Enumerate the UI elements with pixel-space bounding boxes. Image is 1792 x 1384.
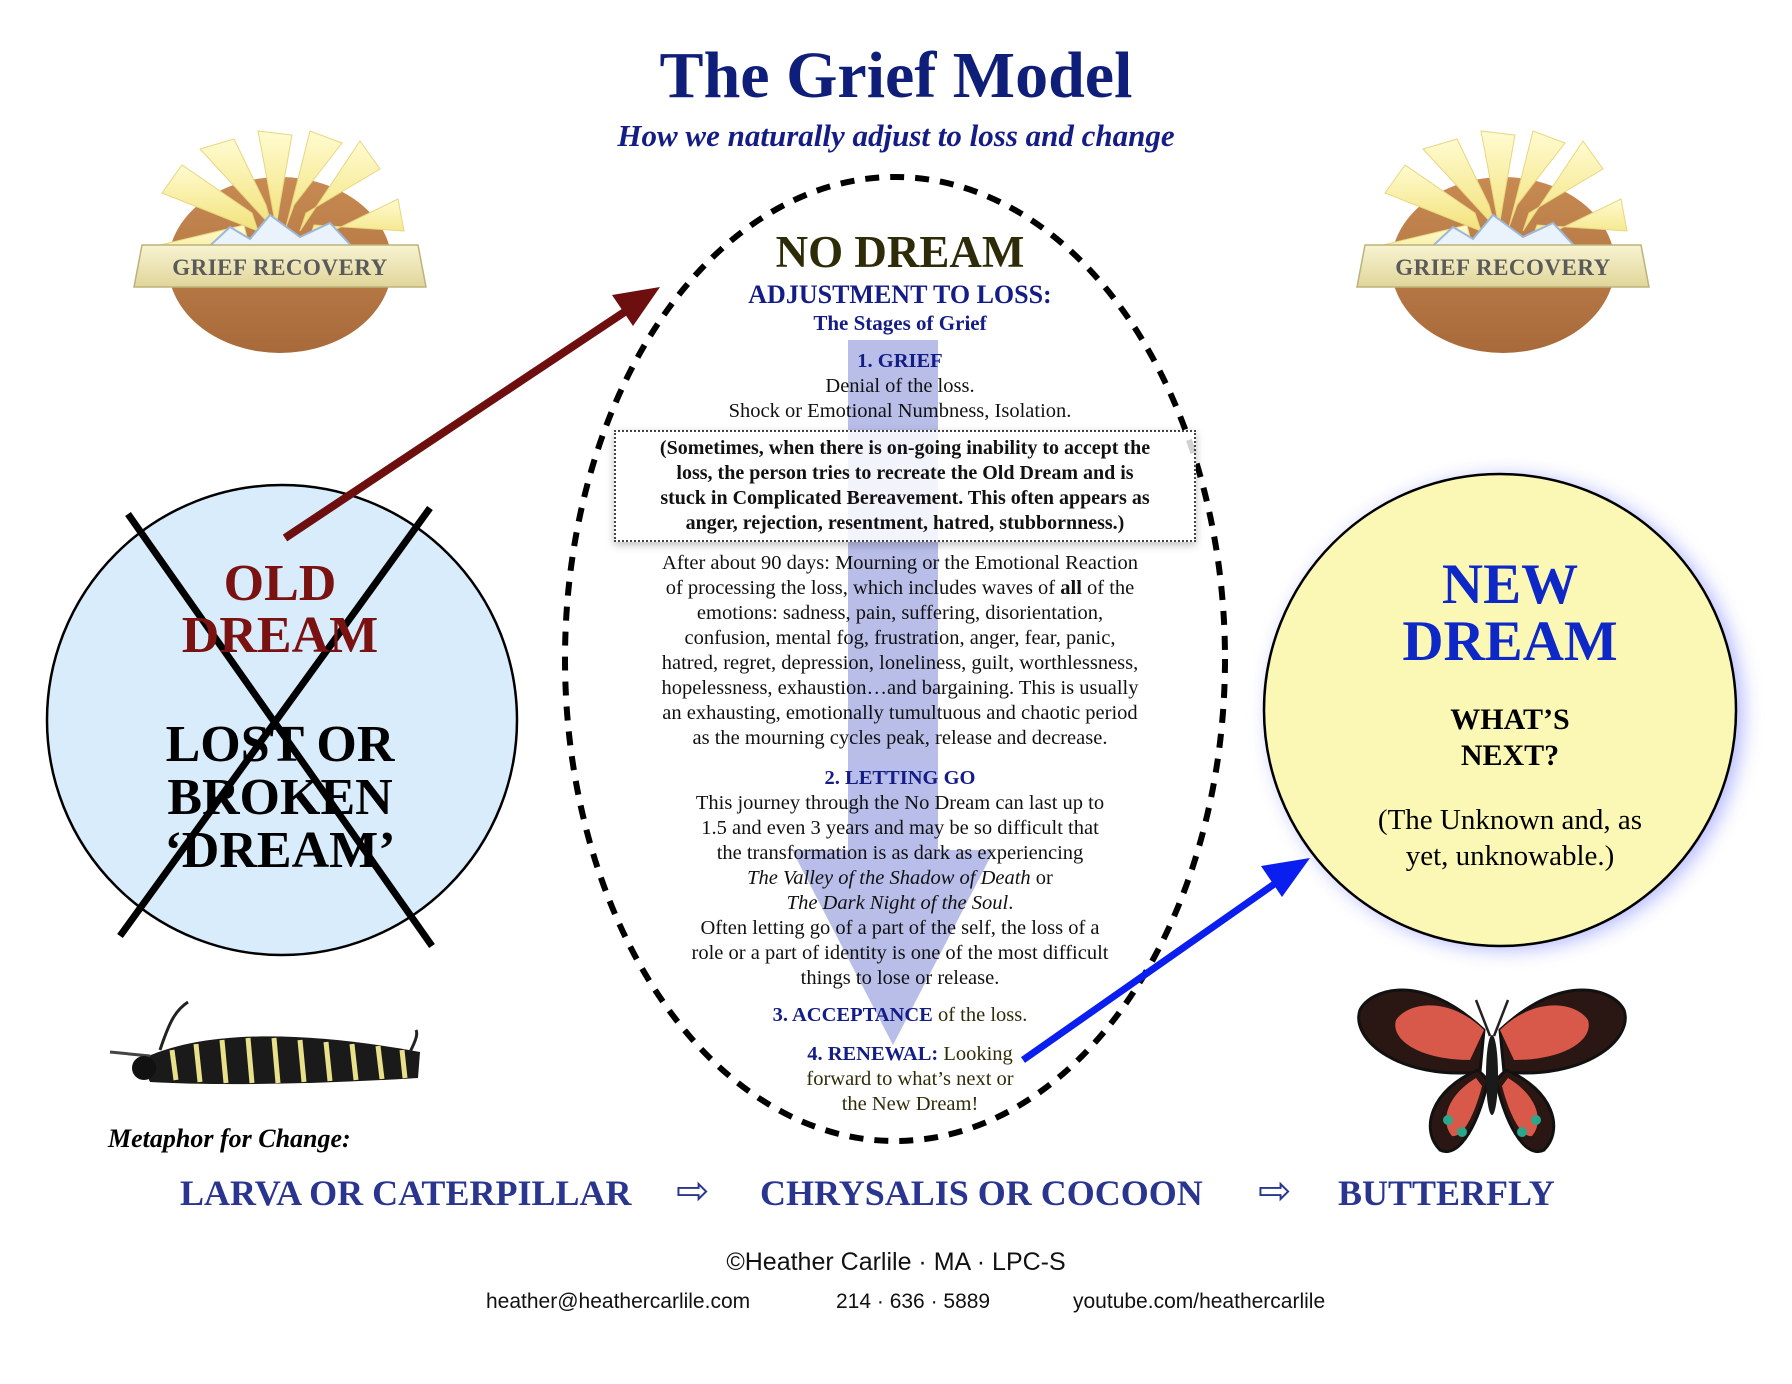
note-line: stuck in Complicated Bereavement. This o… [660, 487, 1150, 509]
stage-grief: 1. GRIEF Denial of the loss. Shock or Em… [700, 349, 1100, 424]
mourning-line: as the mourning cycles peak, release and… [692, 727, 1108, 749]
old-dream-sub-line: BROKEN [167, 769, 393, 827]
metaphor-stage-chrysalis: CHRYSALIS OR COCOON [760, 1173, 1203, 1213]
new-dream-title-line: DREAM [1402, 610, 1618, 673]
contact-phone: 214 · 636 · 5889 [836, 1290, 991, 1313]
letting-go-text: or [1030, 867, 1053, 889]
stage-acceptance: 3. ACCEPTANCE of the loss. [700, 1004, 1100, 1027]
mourning-line: of processing the loss, which includes w… [620, 576, 1180, 601]
old-to-no-dream-arrow-icon [282, 287, 660, 542]
stages-label: The Stages of Grief [813, 311, 987, 335]
adjustment-heading: ADJUSTMENT TO LOSS: [748, 280, 1052, 309]
letting-go-italic: The Dark Night of the Soul [786, 892, 1009, 914]
mourning-emphasis: all [1060, 577, 1082, 599]
copyright: ©Heather Carlile · MA · LPC-S [726, 1248, 1066, 1276]
no-dream-title: NO DREAM [775, 227, 1025, 277]
right-arrow-icon: ⇨ [676, 1168, 710, 1214]
stage-renewal: 4. RENEWAL: Looking forward to what’s ne… [745, 1042, 1075, 1117]
caterpillar-icon [109, 1000, 420, 1085]
new-dream-question-line: WHAT’S [1450, 703, 1570, 736]
letting-go-line: role or a part of identity is one of the… [691, 942, 1109, 964]
new-dream-circle [1262, 472, 1738, 948]
old-dream-title: OLD DREAM [80, 558, 480, 662]
stage-acceptance-heading: 3. ACCEPTANCE [772, 1004, 933, 1026]
old-dream-title-line: OLD [223, 555, 337, 612]
old-dream-subtitle: LOST OR BROKEN ‘DREAM’ [80, 718, 480, 877]
new-dream-title: NEW DREAM [1280, 556, 1740, 670]
metaphor-label: Metaphor for Change: [108, 1124, 351, 1153]
new-dream-title-line: NEW [1441, 553, 1579, 616]
letting-go-line: things to lose or release. [800, 967, 1000, 989]
mourning-line: an exhausting, emotionally tumultuous an… [662, 702, 1138, 724]
note-line: loss, the person tries to recreate the O… [676, 462, 1134, 484]
renewal-line: the New Dream! [841, 1093, 979, 1115]
letting-go-line: Often letting go of a part of the self, … [700, 917, 1100, 939]
stage-grief-line: Denial of the loss. [825, 375, 975, 397]
old-dream-circle [45, 483, 519, 957]
metaphor-stage-larva: LARVA OR CATERPILLAR [180, 1173, 632, 1213]
stage-acceptance-text: of the loss. [932, 1004, 1028, 1026]
butterfly-icon [1357, 988, 1627, 1154]
new-dream-question: WHAT’S NEXT? [1290, 702, 1730, 774]
new-dream-unknown-line: yet, unknowable.) [1405, 840, 1615, 873]
mourning-line: hopelessness, exhaustion…and bargaining.… [661, 677, 1139, 699]
mourning-line: confusion, mental fog, frustration, ange… [684, 627, 1116, 649]
down-arrow-icon [792, 340, 994, 1045]
renewal-text: Looking [938, 1043, 1013, 1065]
grief-recovery-logo-left: GRIEF RECOVERY [133, 130, 427, 353]
letting-go-line: The Valley of the Shadow of Death or [640, 866, 1160, 891]
page-title: The Grief Model [659, 39, 1133, 112]
stage-grief-line: Shock or Emotional Numbness, Isolation. [728, 400, 1072, 422]
grief-recovery-logo-right: GRIEF RECOVERY [1356, 130, 1650, 353]
letting-go-italic: The Valley of the Shadow of Death [747, 867, 1031, 889]
mourning-text: of processing the loss, which includes w… [665, 577, 1061, 599]
contact-youtube[interactable]: youtube.com/heathercarlile [1073, 1290, 1326, 1313]
stage-letting-go-heading: 2. LETTING GO [824, 767, 976, 789]
stage-renewal-heading: 4. RENEWAL: [807, 1043, 939, 1065]
mourning-line: After about 90 days: Mourning or the Emo… [662, 552, 1138, 574]
mourning-text: of the [1081, 577, 1135, 599]
note-line: (Sometimes, when there is on-going inabi… [659, 437, 1151, 459]
old-dream-sub-line: LOST OR [165, 716, 395, 773]
mourning-line: hatred, regret, depression, loneliness, … [661, 652, 1139, 674]
page-subtitle: How we naturally adjust to loss and chan… [617, 118, 1175, 153]
logo-left-text: GRIEF RECOVERY [172, 255, 388, 280]
old-dream-sub-line: ‘DREAM’ [164, 822, 396, 880]
no-to-new-dream-arrow-icon [1020, 858, 1310, 1063]
complicated-bereavement-note: (Sometimes, when there is on-going inabi… [614, 430, 1196, 542]
old-dream-title-line: DREAM [181, 607, 379, 664]
mourning-paragraph: After about 90 days: Mourning or the Emo… [620, 551, 1180, 751]
renewal-line: forward to what’s next or [806, 1068, 1014, 1090]
letting-go-text: . [1008, 892, 1014, 914]
mourning-line: emotions: sadness, pain, suffering, diso… [696, 602, 1104, 624]
cross-out-icon [117, 505, 435, 949]
letting-go-line: the transformation is as dark as experie… [716, 842, 1084, 864]
letting-go-line: 1.5 and even 3 years and may be so diffi… [701, 817, 1099, 839]
contact-email[interactable]: heather@heathercarlile.com [486, 1290, 751, 1313]
metaphor-stage-butterfly: BUTTERFLY [1338, 1173, 1555, 1213]
stage-grief-heading: 1. GRIEF [857, 350, 943, 372]
renewal-line: 4. RENEWAL: Looking [745, 1042, 1075, 1067]
new-dream-unknown: (The Unknown and, as yet, unknowable.) [1330, 802, 1690, 875]
no-dream-ellipse [562, 174, 1228, 1144]
new-dream-question-line: NEXT? [1460, 739, 1560, 772]
letting-go-line: This journey through the No Dream can la… [695, 792, 1105, 814]
right-arrow-icon: ⇨ [1258, 1168, 1292, 1214]
note-line: anger, rejection, resentment, hatred, st… [685, 512, 1125, 534]
stage-letting-go: 2. LETTING GO This journey through the N… [640, 766, 1160, 991]
letting-go-line: The Dark Night of the Soul. [640, 891, 1160, 916]
new-dream-unknown-line: (The Unknown and, as [1377, 804, 1643, 836]
logo-right-text: GRIEF RECOVERY [1395, 255, 1611, 280]
